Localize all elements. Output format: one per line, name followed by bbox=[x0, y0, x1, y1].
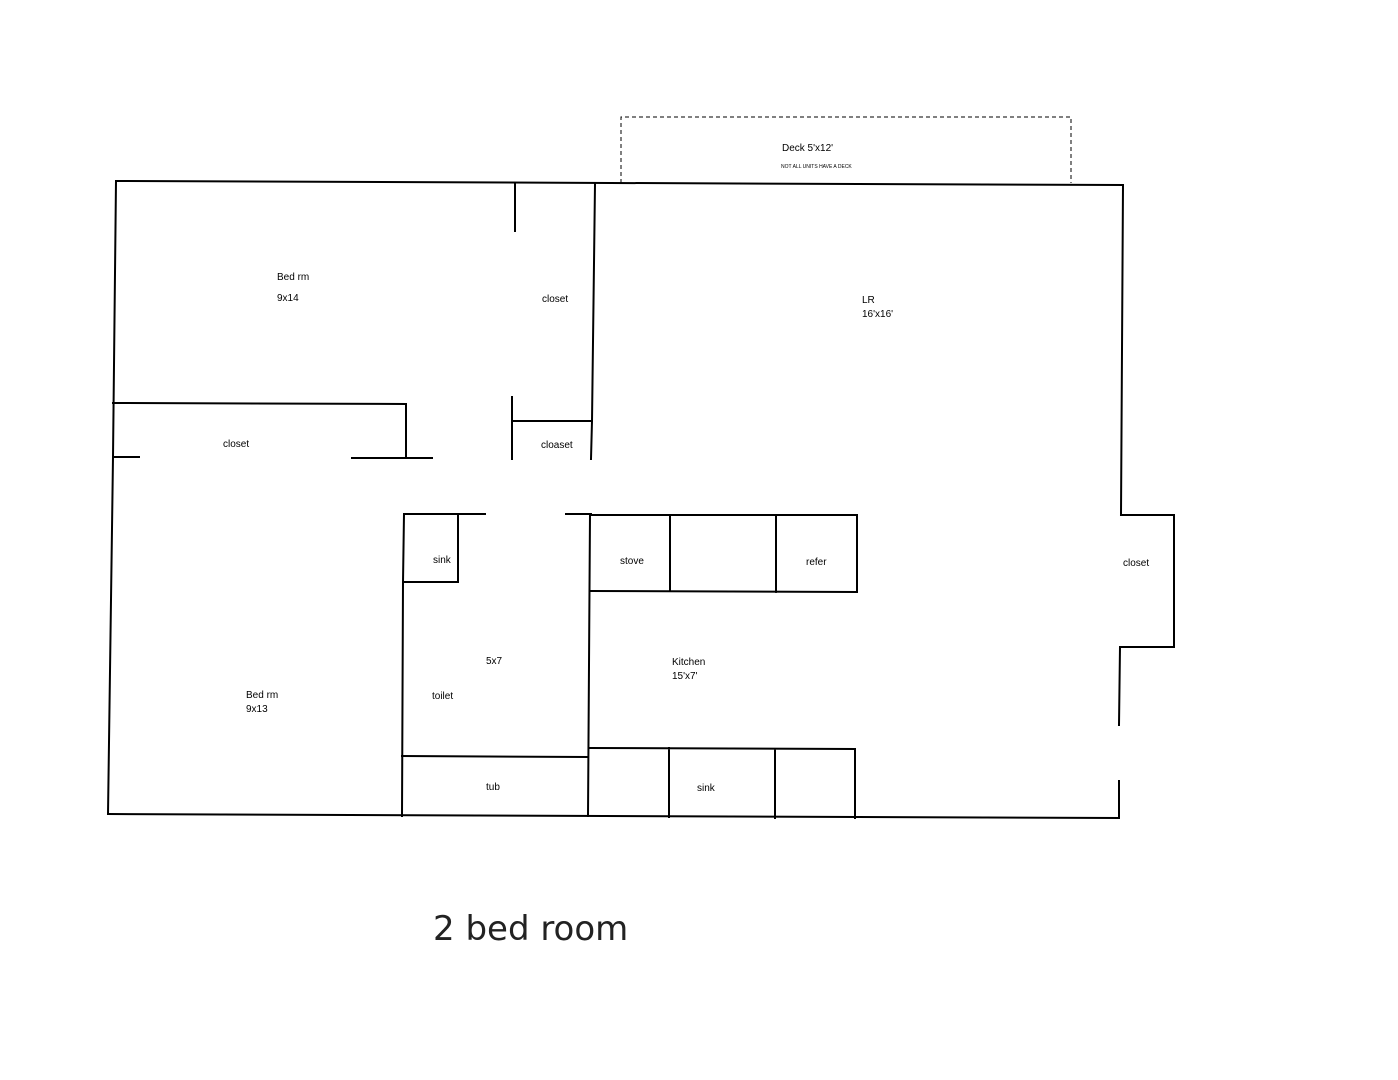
bedroom1-size: 9x14 bbox=[277, 293, 299, 304]
kitchen-upper-counter bbox=[588, 514, 858, 594]
deck-note: NOT ALL UNITS HAVE A DECK bbox=[781, 164, 852, 170]
bath-left-wall bbox=[400, 512, 406, 818]
kitchen-lower-counter bbox=[587, 746, 856, 819]
exterior-wall-bottom bbox=[106, 812, 1121, 820]
bedroom1-bottom-wall bbox=[111, 401, 407, 459]
closet-wall-vertical bbox=[589, 182, 597, 461]
kitchen-sink-label: sink bbox=[697, 783, 716, 794]
closet-right-label: closet bbox=[1123, 558, 1149, 569]
kitchen-label: Kitchen bbox=[672, 657, 705, 668]
tub-wall bbox=[400, 754, 590, 759]
kitchen-size: 15'x7' bbox=[672, 671, 698, 682]
bath-right-wall bbox=[565, 512, 592, 818]
tub-label: tub bbox=[486, 782, 500, 793]
bath-size-label: 5x7 bbox=[486, 656, 503, 667]
exterior-wall-top bbox=[114, 179, 1125, 187]
bath-sink-label: sink bbox=[433, 555, 452, 566]
living-room-label: LR bbox=[862, 295, 875, 306]
refer-label: refer bbox=[806, 557, 827, 568]
bedroom2-size: 9x13 bbox=[246, 704, 268, 715]
exterior-wall-left bbox=[106, 179, 118, 816]
living-room-size: 16'x16' bbox=[862, 309, 893, 320]
cloaset-walls bbox=[511, 396, 593, 460]
closet-left-label: closet bbox=[223, 439, 249, 450]
stove-label: stove bbox=[620, 556, 644, 567]
deck-label: Deck 5'x12' bbox=[782, 143, 833, 154]
plan-title: 2 bed room bbox=[433, 909, 628, 949]
bedroom1-label: Bed rm bbox=[277, 272, 309, 283]
bath-sink-box bbox=[403, 513, 459, 583]
deck-outline bbox=[620, 116, 1072, 183]
closet-mid-label: cloaset bbox=[541, 440, 573, 451]
bedroom2-label: Bed rm bbox=[246, 690, 278, 701]
closet-top-label: closet bbox=[542, 294, 568, 305]
exterior-wall-right-upper bbox=[1117, 183, 1175, 727]
toilet-label: toilet bbox=[432, 691, 453, 702]
